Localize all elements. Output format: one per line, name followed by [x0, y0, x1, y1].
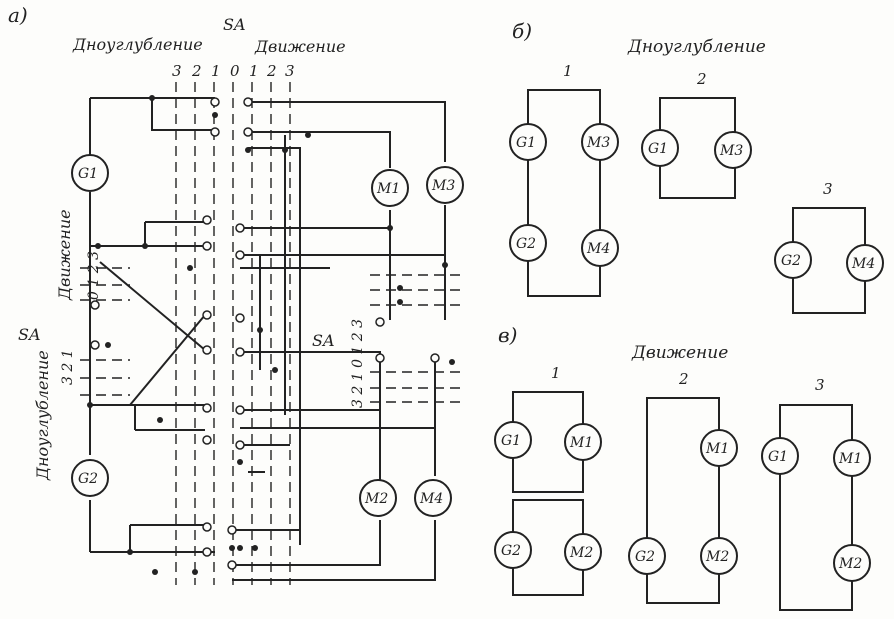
switch-contacts — [90, 97, 440, 570]
motor-m1: M1 — [371, 169, 409, 207]
svg-text:G1: G1 — [648, 141, 668, 157]
svg-text:1: 1 — [551, 364, 561, 382]
panel-c: в) Движение 1 G1 M1 G2 M2 2 M1 G2 M2 — [494, 323, 871, 611]
panel-c-case-3: 3 G1 M1 M2 — [761, 376, 871, 611]
panel-b-case-2: 2 G1 M3 — [641, 70, 752, 199]
svg-text:G1: G1 — [501, 433, 521, 449]
panel-c-case-2: 2 M1 G2 M2 — [628, 370, 738, 604]
switch-pos-0: 0 — [230, 62, 240, 80]
middle-switch-positions: 3 2 1 0 1 2 3 — [350, 319, 366, 408]
switch-pos-1-right: 1 — [249, 62, 259, 80]
svg-text:M3: M3 — [586, 135, 610, 151]
svg-text:M1: M1 — [569, 435, 593, 451]
panel-c-label: в) — [498, 323, 517, 347]
svg-text:M4: M4 — [586, 241, 610, 257]
svg-text:3: 3 — [823, 180, 833, 198]
switch-left-group-label: Дноуглубление — [72, 35, 203, 54]
svg-text:G1: G1 — [768, 449, 788, 465]
switch-pos-1-left: 1 — [211, 62, 221, 80]
panel-a-label: а) — [8, 3, 28, 27]
panel-b-case-3: 3 G2 M4 — [774, 180, 884, 314]
svg-text:M4: M4 — [419, 491, 443, 507]
panel-a: а) Дноуглубление SA Движение 3 2 1 0 1 2… — [8, 3, 464, 585]
left-switch-name: SA — [18, 325, 41, 344]
left-switch-upper-positions: 0 1 2 3 — [86, 251, 102, 300]
generator-g1: G1 — [71, 154, 109, 192]
left-switch-upper-group: Движение — [55, 209, 74, 301]
svg-text:G1: G1 — [516, 135, 536, 151]
switch-name-label: SA — [223, 15, 246, 34]
svg-text:1: 1 — [563, 62, 573, 80]
switch-position-lines — [175, 82, 291, 585]
svg-text:G1: G1 — [78, 166, 98, 182]
svg-text:M2: M2 — [705, 549, 729, 565]
panel-b-case-1: 1 G1 M3 G2 M4 — [509, 62, 619, 297]
switch-pos-3-right: 3 — [285, 62, 295, 80]
panel-b: б) Дноуглубление 1 G1 M3 G2 M4 2 G1 M3 3 — [509, 19, 884, 314]
svg-text:M1: M1 — [838, 451, 862, 467]
motor-m2: M2 — [359, 479, 397, 517]
motor-m4: M4 — [414, 479, 452, 517]
svg-text:M1: M1 — [376, 181, 400, 197]
generator-g2: G2 — [71, 459, 109, 497]
svg-text:M1: M1 — [705, 441, 729, 457]
svg-text:M3: M3 — [719, 143, 743, 159]
switch-pos-3-left: 3 — [172, 62, 182, 80]
left-switch-lower-group: Дноуглубление — [33, 350, 52, 481]
svg-text:M2: M2 — [569, 545, 593, 561]
panel-b-title: Дноуглубление — [627, 37, 766, 57]
motor-m3: M3 — [426, 166, 464, 204]
switch-pos-2-right: 2 — [266, 62, 277, 80]
switch-right-group-label: Движение — [254, 37, 346, 56]
middle-switch-name: SA — [312, 331, 335, 350]
svg-text:G2: G2 — [516, 236, 536, 252]
svg-text:G2: G2 — [781, 253, 801, 269]
svg-text:G2: G2 — [78, 471, 98, 487]
svg-text:2: 2 — [696, 70, 707, 88]
svg-text:M4: M4 — [851, 256, 875, 272]
left-switch-lower-positions: 3 2 1 — [60, 349, 76, 385]
svg-text:3: 3 — [815, 376, 825, 394]
svg-text:G2: G2 — [635, 549, 655, 565]
panel-c-case-1: 1 G1 M1 G2 M2 — [494, 364, 602, 596]
switch-pos-2-left: 2 — [191, 62, 202, 80]
svg-text:M3: M3 — [431, 178, 455, 194]
svg-text:M2: M2 — [838, 556, 862, 572]
svg-text:G2: G2 — [501, 543, 521, 559]
svg-text:2: 2 — [678, 370, 689, 388]
panel-c-title: Движение — [631, 343, 728, 363]
panel-b-label: б) — [512, 19, 532, 43]
junction-dots — [87, 95, 455, 575]
svg-text:M2: M2 — [364, 491, 388, 507]
